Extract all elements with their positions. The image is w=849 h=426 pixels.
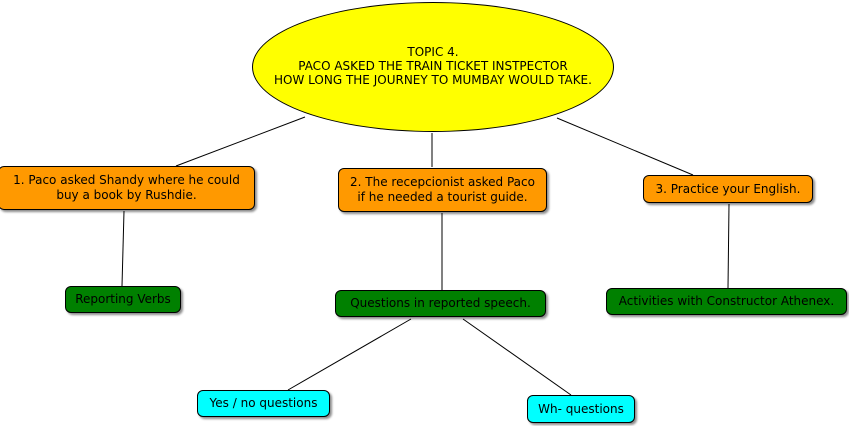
node-wh-questions[interactable]: Wh- questions <box>527 395 635 423</box>
connector-questions-yesno <box>287 318 412 391</box>
node-example-1[interactable]: 1. Paco asked Shandy where he could buy … <box>0 166 255 210</box>
topic-ellipse[interactable]: TOPIC 4. PACO ASKED THE TRAIN TICKET INS… <box>252 2 614 132</box>
node-reporting-verbs[interactable]: Reporting Verbs <box>65 286 181 313</box>
connector-example1-reporting <box>121 210 125 287</box>
connector-topic-example1 <box>175 116 306 167</box>
connector-questions-wh <box>462 318 572 396</box>
node-activities[interactable]: Activities with Constructor Athenex. <box>606 288 847 315</box>
connector-practice-activities <box>727 203 730 289</box>
node-questions-reported-speech[interactable]: Questions in reported speech. <box>335 290 546 317</box>
node-yes-no-questions[interactable]: Yes / no questions <box>197 390 330 417</box>
node-practice[interactable]: 3. Practice your English. <box>643 175 813 203</box>
connector-topic-practice <box>556 117 694 176</box>
node-example-2[interactable]: 2. The recepcionist asked Paco if he nee… <box>338 168 547 212</box>
